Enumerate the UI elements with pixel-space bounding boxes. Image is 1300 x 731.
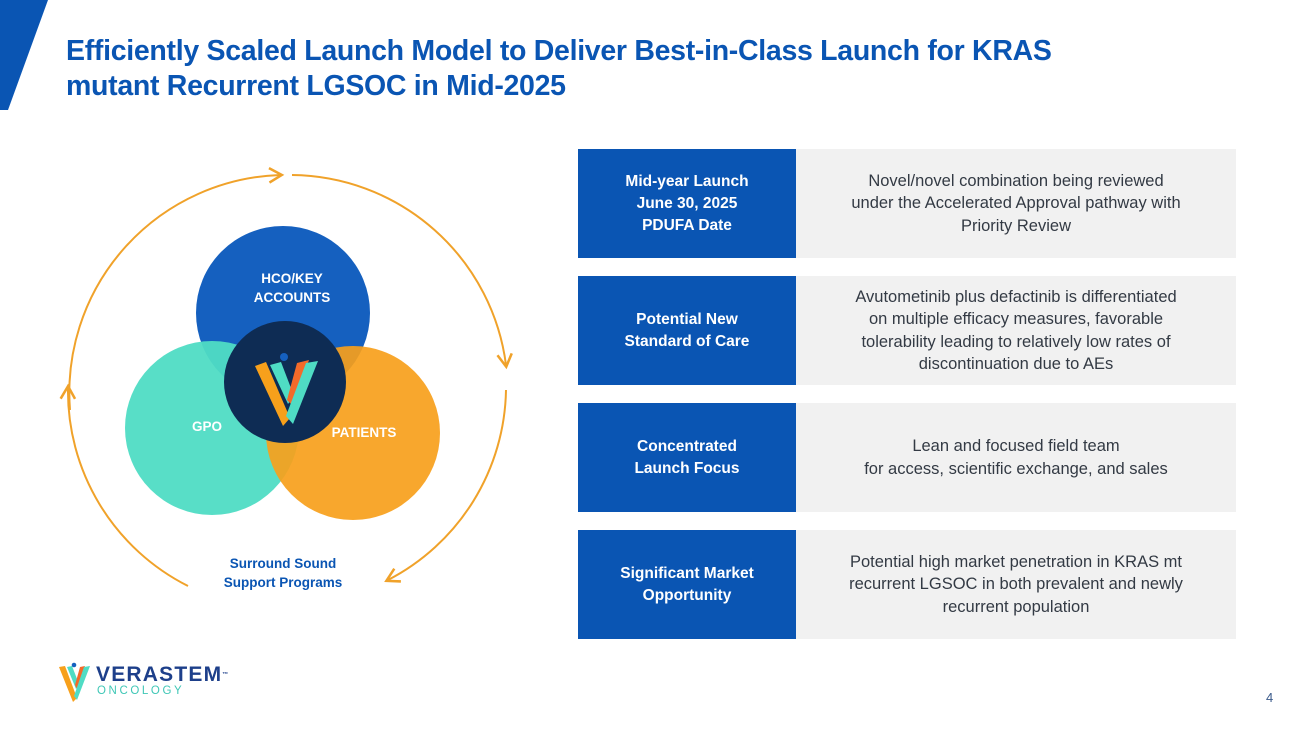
description-line: under the Accelerated Approval pathway w… (851, 194, 1181, 213)
pillar-heading: Mid-year Launch June 30, 2025 PDUFA Date (578, 149, 796, 258)
heading-line: Launch Focus (634, 459, 740, 477)
page-title: Efficiently Scaled Launch Model to Deliv… (66, 34, 1246, 104)
title-line-1: Efficiently Scaled Launch Model to Deliv… (66, 35, 1052, 67)
pillar-row-standard-of-care: Potential New Standard of Care Avutometi… (578, 276, 1236, 385)
description-line: Novel/novel combination being reviewed (868, 171, 1164, 190)
heading-line: June 30, 2025 (636, 194, 738, 212)
launch-pillars-list: Mid-year Launch June 30, 2025 PDUFA Date… (578, 149, 1236, 657)
description-line: Priority Review (960, 216, 1071, 235)
heading-line: Concentrated (637, 437, 737, 455)
description-line: discontinuation due to AEs (918, 355, 1114, 373)
description-line: tolerability leading to relatively low r… (861, 332, 1171, 351)
verastem-v-mark-icon (59, 662, 90, 702)
heading-line: Standard of Care (624, 332, 750, 350)
description-line: for access, scientific exchange, and sal… (864, 459, 1168, 478)
description-line: Potential high market penetration in KRA… (849, 552, 1182, 571)
description-line: Lean and focused field team (912, 437, 1120, 455)
heading-line: Opportunity (642, 586, 732, 604)
pillar-row-launch-focus: Concentrated Launch Focus Lean and focus… (578, 403, 1236, 512)
pillar-description: Lean and focused field team for access, … (796, 403, 1236, 512)
logo-subtitle: ONCOLOGY (97, 685, 185, 697)
corner-accent-shape (0, 0, 48, 110)
heading-line: Significant Market (620, 564, 754, 582)
wordmark-text: VERASTEM (96, 663, 223, 686)
heading-line: PDUFA Date (642, 216, 732, 234)
surround-sound-caption: Surround Sound Support Programs (193, 555, 373, 592)
launch-model-diagram: HCO/KEY ACCOUNTS GPO PATIENTS Surround S… (50, 160, 520, 600)
caption-line-1: Surround Sound (229, 556, 337, 571)
title-line-2: mutant Recurrent LGSOC in Mid-2025 (66, 70, 566, 102)
gpo-label: GPO (191, 419, 222, 434)
trademark-symbol: ™ (222, 672, 229, 678)
patients-label: PATIENTS (331, 425, 397, 440)
pillar-heading: Potential New Standard of Care (578, 276, 796, 385)
description-line: on multiple efficacy measures, favorable (868, 310, 1164, 328)
pillar-heading: Concentrated Launch Focus (578, 403, 796, 512)
description-line: Avutometinib plus defactinib is differen… (855, 287, 1177, 306)
hco-label-line-2: ACCOUNTS (253, 290, 331, 305)
pillar-description: Potential high market penetration in KRA… (796, 530, 1236, 639)
description-line: recurrent LGSOC in both prevalent and ne… (849, 575, 1183, 594)
heading-line: Mid-year Launch (625, 172, 749, 190)
heading-line: Potential New (636, 310, 738, 328)
pillar-description: Novel/novel combination being reviewed u… (796, 149, 1236, 258)
logo-wordmark: VERASTEM™ (96, 664, 228, 686)
pillar-description: Avutometinib plus defactinib is differen… (796, 276, 1236, 385)
verastem-oncology-logo: VERASTEM™ ONCOLOGY (58, 660, 228, 702)
description-line: recurrent population (942, 597, 1090, 616)
hco-key-accounts-label: HCO/KEY ACCOUNTS (222, 269, 362, 307)
verastem-v-logo-icon (255, 353, 318, 426)
pillar-row-market-opportunity: Significant Market Opportunity Potential… (578, 530, 1236, 639)
pillar-row-launch: Mid-year Launch June 30, 2025 PDUFA Date… (578, 149, 1236, 258)
hco-label-line-1: HCO/KEY (261, 271, 323, 286)
page-number: 4 (1266, 690, 1274, 705)
caption-line-2: Support Programs (223, 574, 343, 590)
circular-arrows-icon (59, 167, 513, 587)
pillar-heading: Significant Market Opportunity (578, 530, 796, 639)
